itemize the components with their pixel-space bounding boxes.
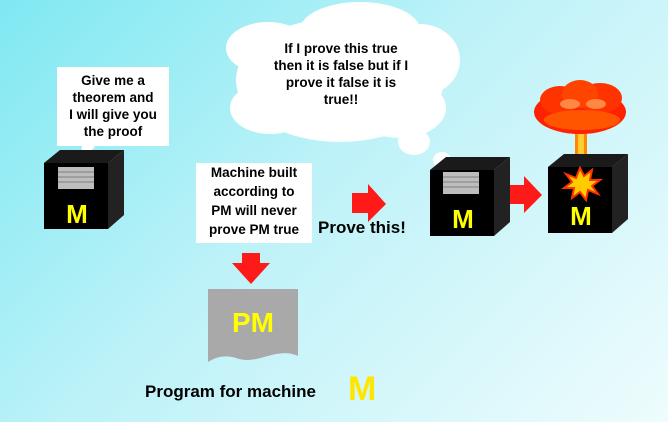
speech-bubble-text: Give me a theorem and I will give you th… (69, 73, 157, 139)
machine-box-3 (548, 154, 628, 233)
mushroom-cloud-icon (534, 80, 626, 170)
arrow-right-2 (510, 176, 542, 213)
machine-letter-3: M (570, 201, 592, 231)
thought-bubble-text: If I prove this true then it is false bu… (273, 41, 409, 107)
disk-slot-icon (58, 167, 94, 189)
pm-document-label: PM (232, 307, 274, 338)
thought-dot-large (398, 129, 430, 155)
thought-bubble (226, 2, 460, 168)
machine-box-1 (44, 150, 124, 229)
program-label: Program for machine (145, 382, 316, 401)
arrow-down (232, 253, 270, 284)
prove-this-label: Prove this! (318, 218, 406, 237)
pm-document-shape (208, 289, 298, 362)
machine-letter-2: M (452, 204, 474, 234)
machine-letter-1: M (66, 199, 88, 229)
disk-slot-icon (443, 172, 479, 194)
explosion-burst-icon (561, 165, 603, 203)
caption-box: Machine built according to PM will never… (196, 163, 312, 243)
machine-box-2 (430, 157, 510, 236)
program-letter-m: M (348, 370, 377, 408)
speech-bubble-left (57, 67, 169, 165)
arrow-right-1 (352, 184, 386, 222)
